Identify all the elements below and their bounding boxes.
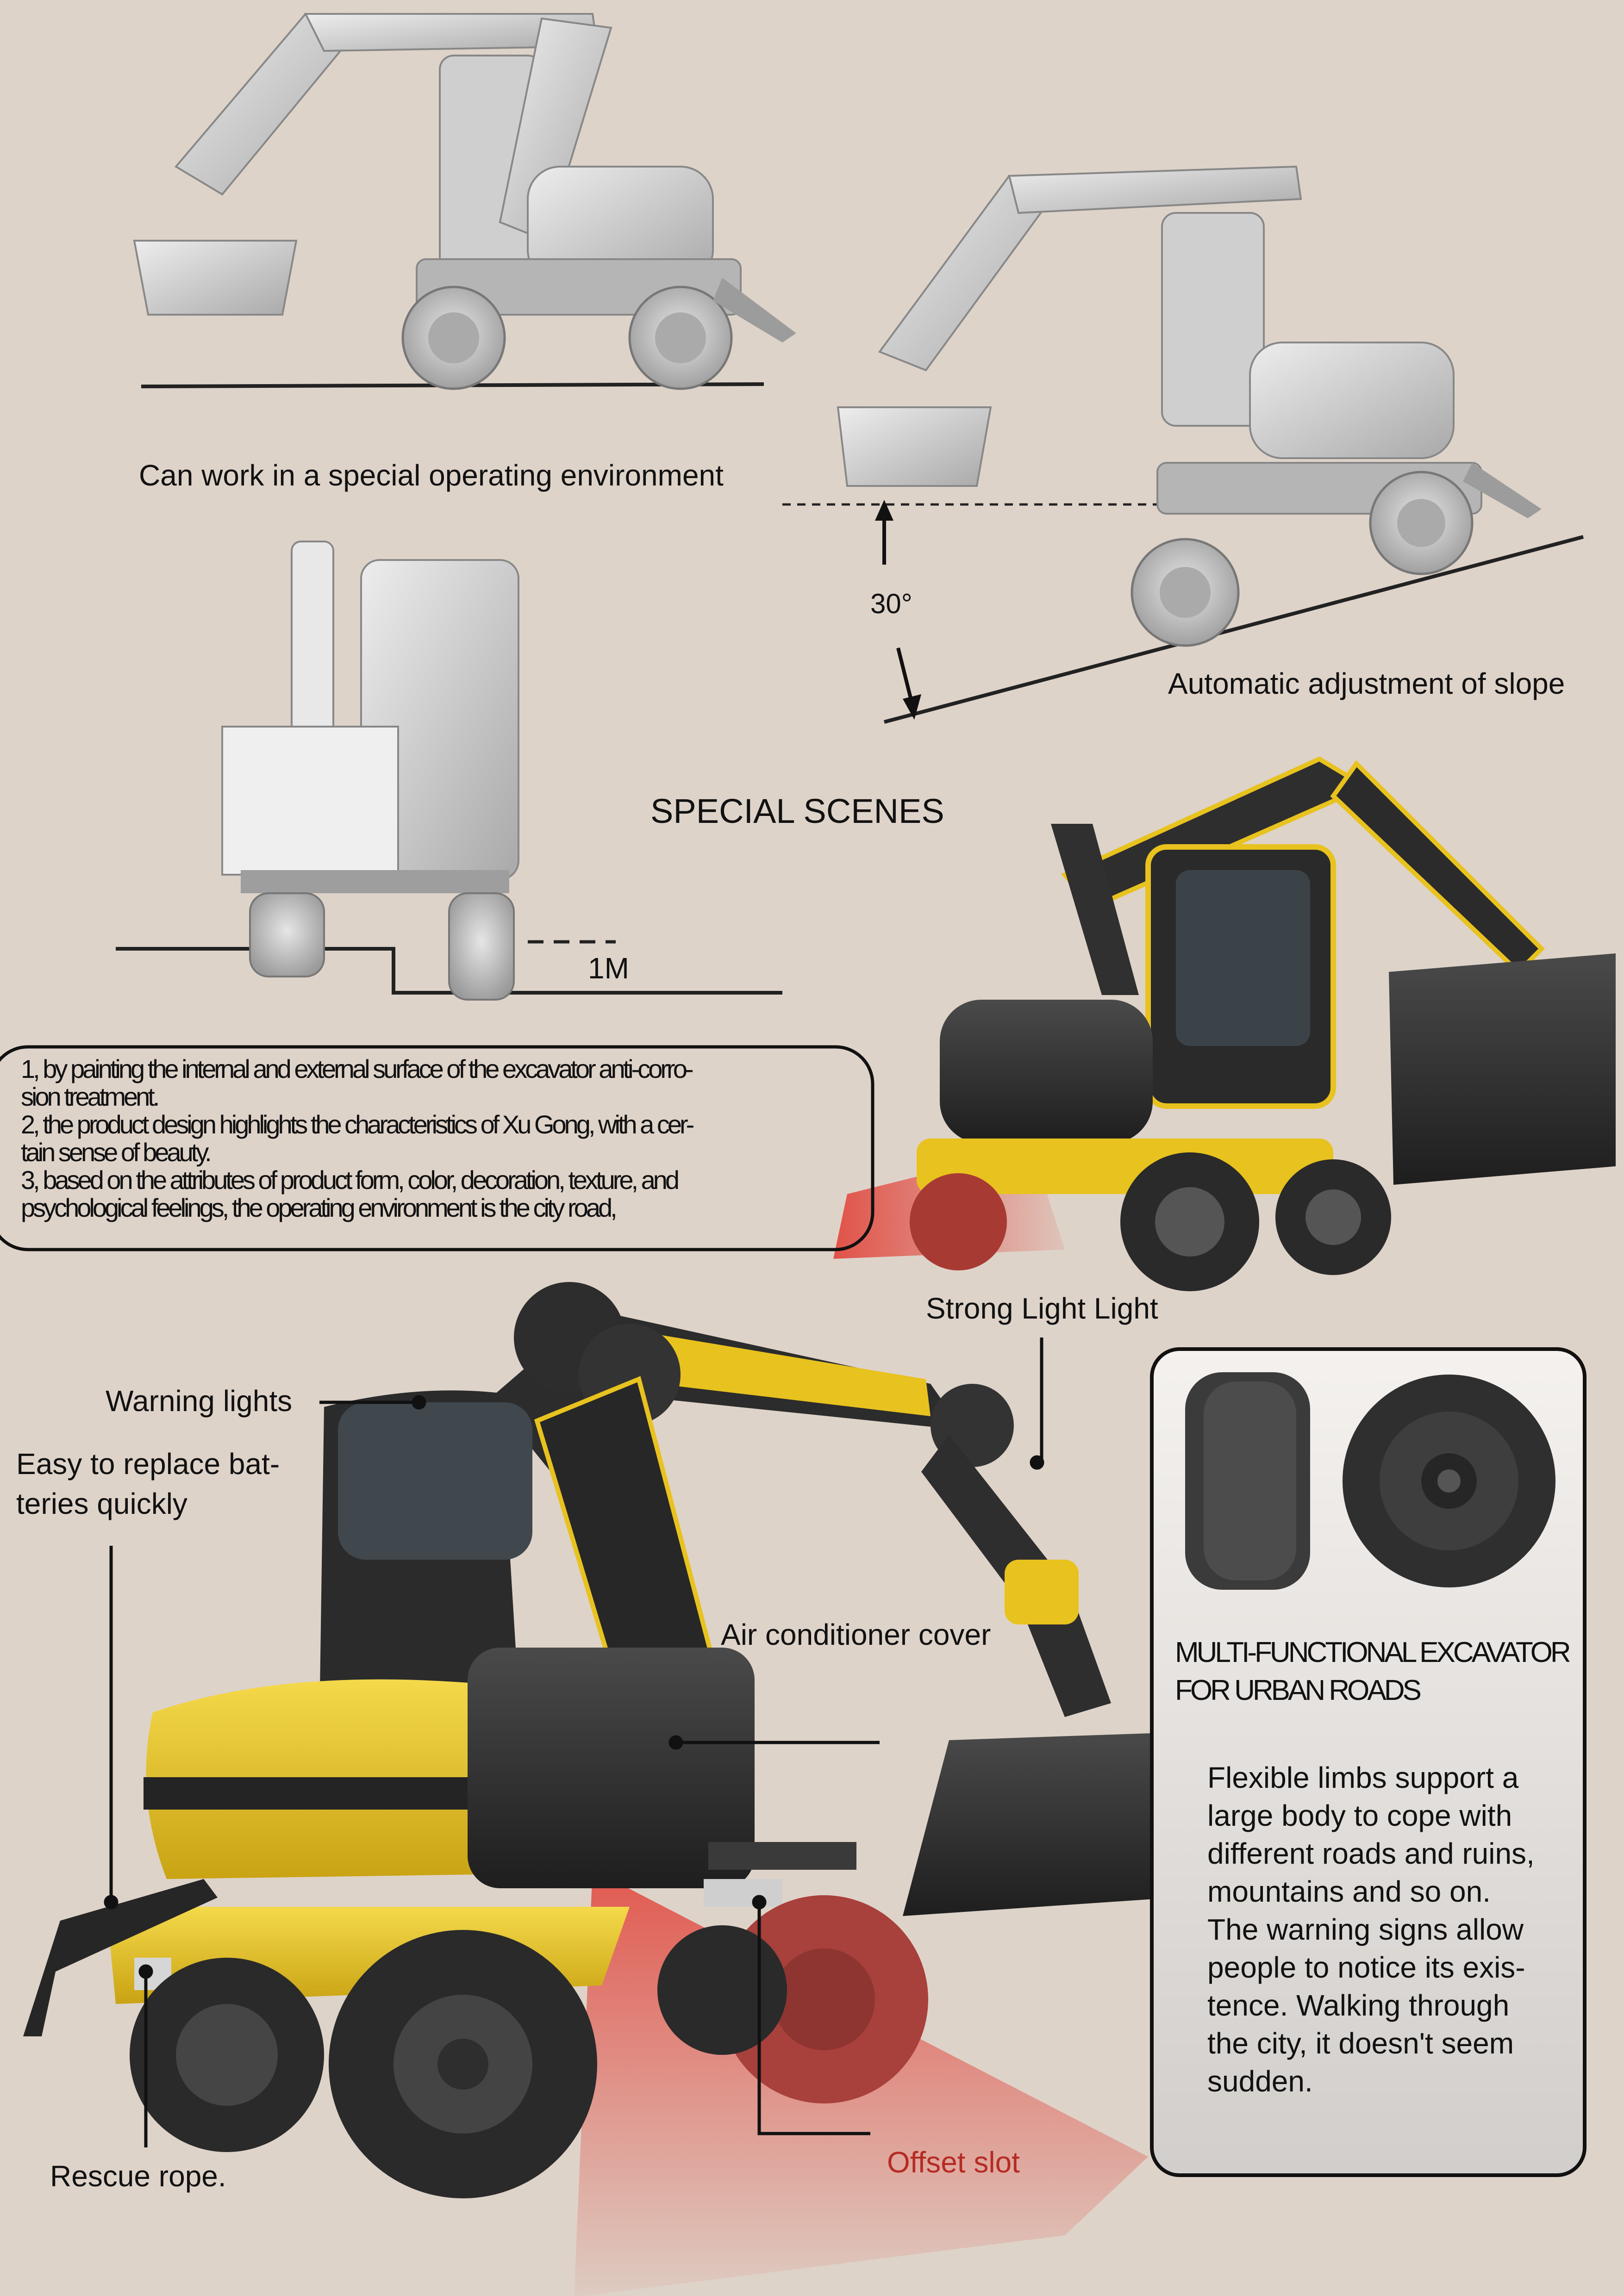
leader-strong-light: [1036, 1338, 1043, 1464]
design-note-3: 3, based on the attributes of product fo…: [21, 1165, 680, 1222]
callout-offset-slot: Offset slot: [887, 2146, 1020, 2179]
design-notes-border: [0, 1045, 874, 1251]
callout-air-conditioner: Air conditioner cover: [721, 1618, 991, 1651]
callout-rescue-rope: Rescue rope.: [50, 2159, 226, 2193]
slope-angle-arrows: [875, 500, 921, 720]
callout-batteries: Easy to replace bat- teries quickly: [16, 1447, 280, 1520]
section-title-special-scenes: SPECIAL SCENES: [650, 792, 944, 830]
excavator-render-flat: [133, 12, 796, 390]
info-panel-graphics: [1150, 1347, 1587, 2177]
info-panel-body: Flexible limbs support a large body to c…: [1207, 1761, 1535, 2098]
excavator-render-color-main: [23, 1282, 1218, 2296]
leader-offset-slot: [757, 1902, 870, 2135]
design-note-2: 2, the product design highlights the cha…: [21, 1110, 694, 1167]
excavator-render-slope: [782, 165, 1584, 724]
caption-automatic-slope: Automatic adjustment of slope: [1168, 667, 1565, 700]
excavator-render-front-step: [116, 541, 782, 1001]
callout-strong-light: Strong Light Light: [926, 1292, 1158, 1325]
caption-step-height: 1M: [588, 952, 629, 985]
callout-warning-lights: Warning lights: [106, 1384, 293, 1418]
excavator-render-color-small: [833, 756, 1616, 1291]
caption-slope-angle: 30°: [870, 588, 912, 619]
design-note-1: 1, by painting the internal and external…: [21, 1054, 693, 1111]
info-panel-title: MULTI-FUNCTIONAL EXCAVATOR FOR URBAN ROA…: [1175, 1636, 1571, 1706]
caption-special-environment: Can work in a special operating environm…: [139, 459, 724, 492]
callout-leader-lines: [104, 1338, 1044, 2147]
